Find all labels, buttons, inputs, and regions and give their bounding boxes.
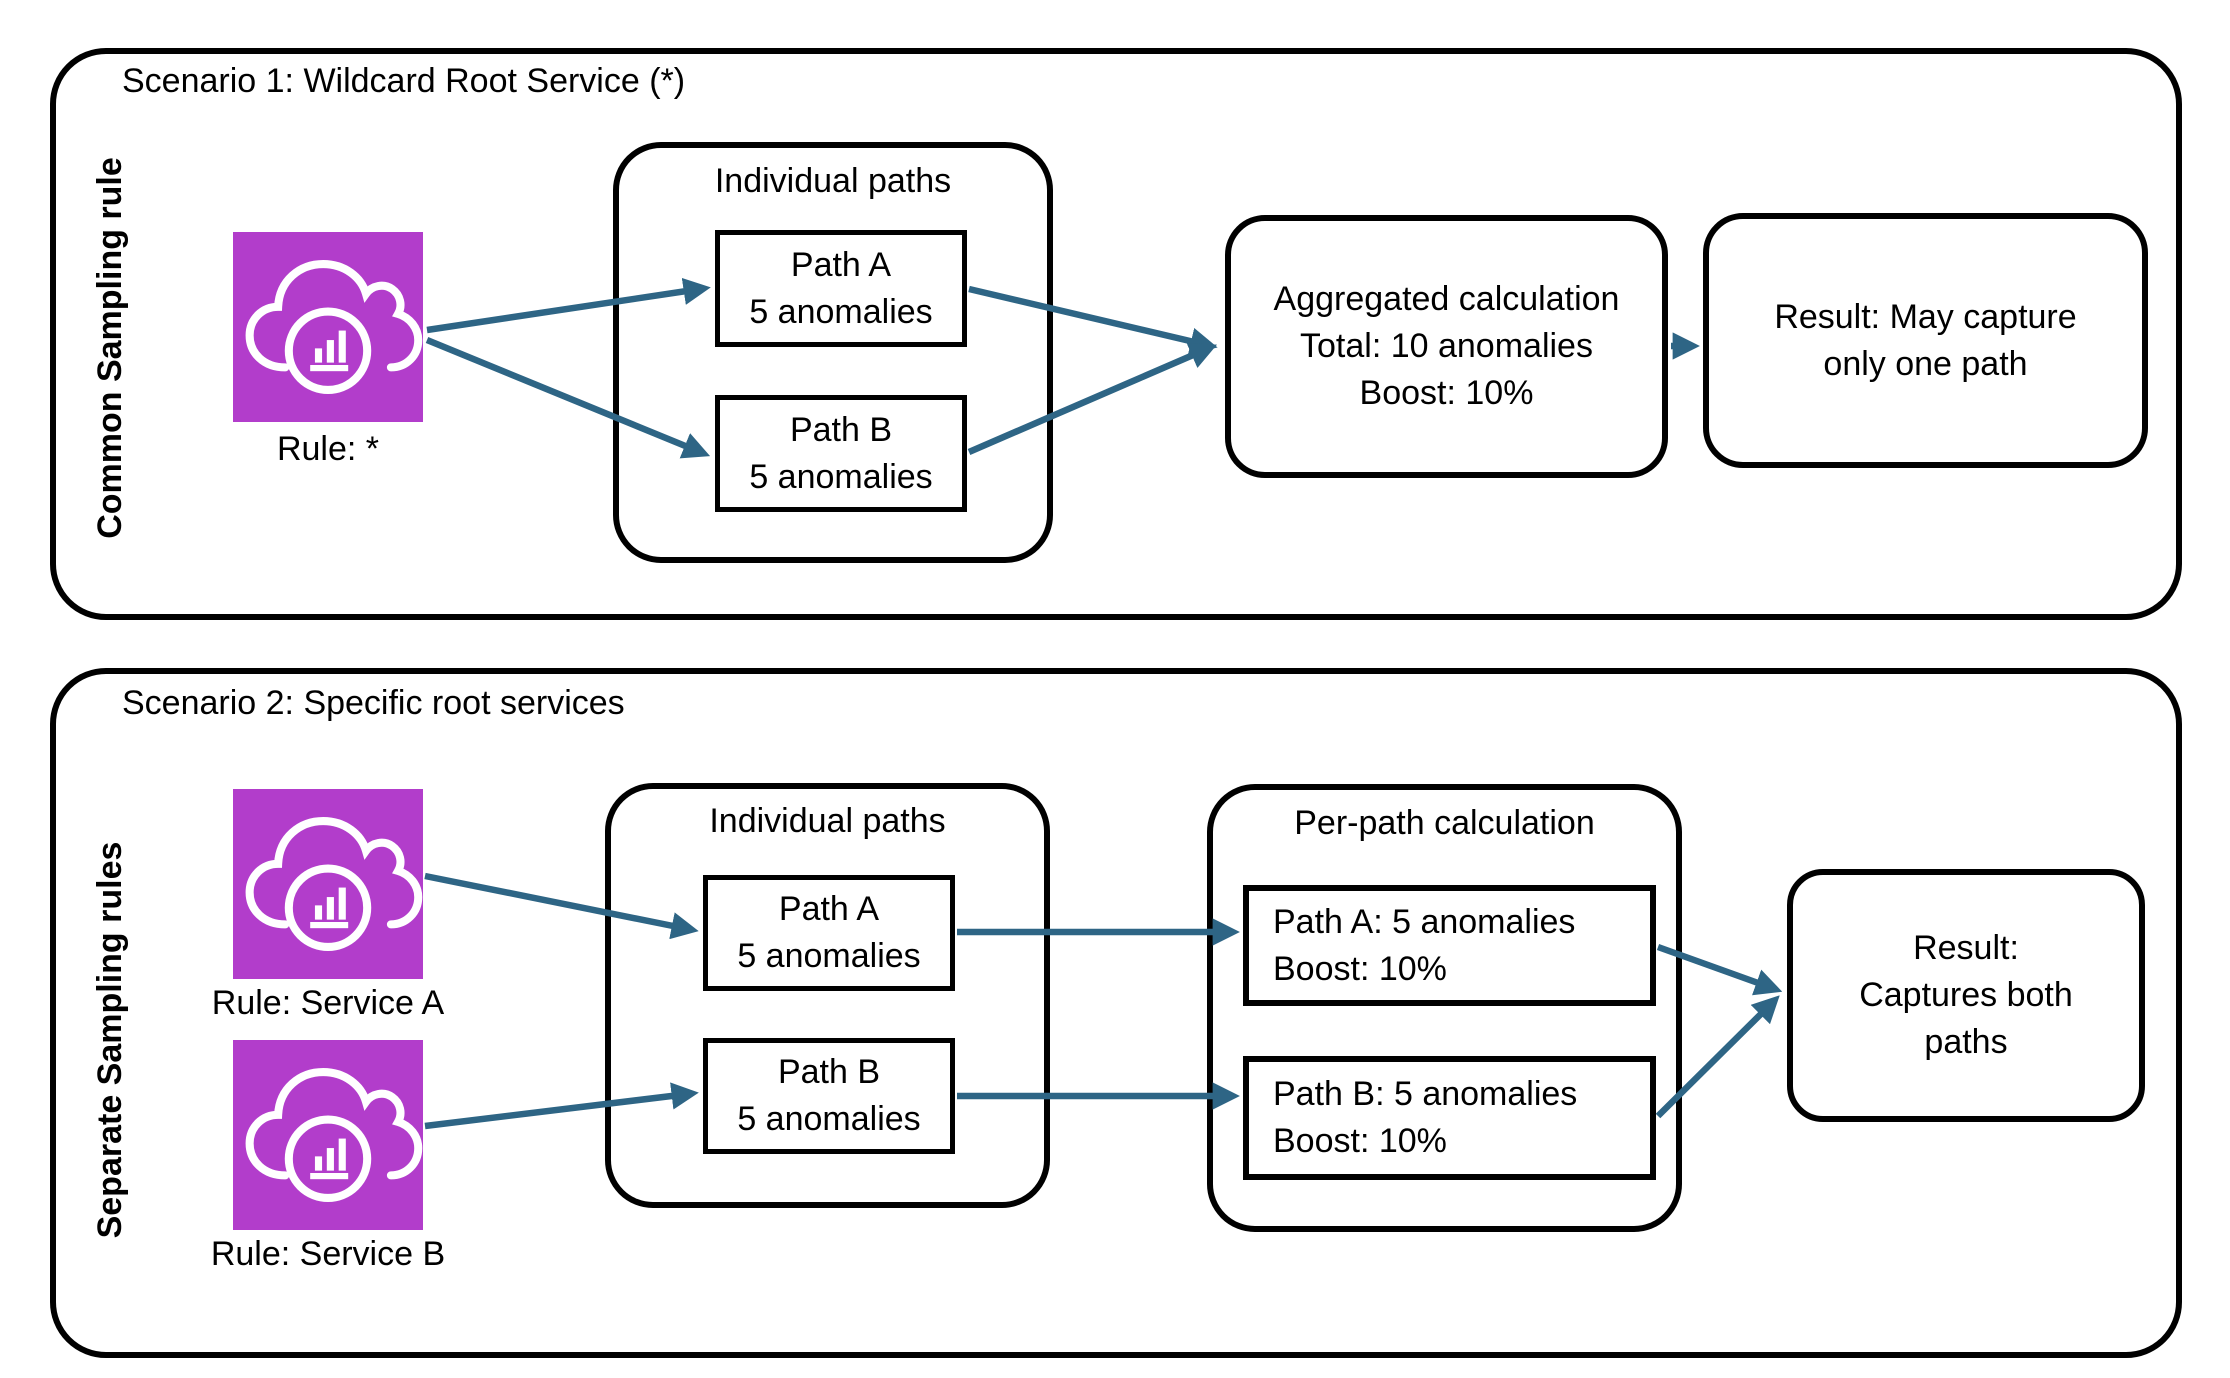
scenario2-individual-paths-title: Individual paths bbox=[709, 802, 946, 840]
scenario1-individual-paths-title: Individual paths bbox=[714, 162, 952, 200]
cloud-metrics-icon bbox=[233, 789, 423, 979]
scenario1-result-box: Result: May capture only one path bbox=[1703, 213, 2148, 468]
scenario1-title: Scenario 1: Wildcard Root Service (*) bbox=[122, 62, 686, 100]
scenario2-rule-b-label: Rule: Service B bbox=[210, 1235, 446, 1273]
scenario1-path-a-box: Path A 5 anomalies bbox=[715, 230, 967, 347]
scenario1-rule-label: Rule: * bbox=[276, 430, 380, 468]
scenario2-result-box: Result: Captures both paths bbox=[1787, 869, 2145, 1122]
scenario2-path-b-box: Path B 5 anomalies bbox=[703, 1038, 955, 1154]
scenario2-rule-a-label: Rule: Service A bbox=[211, 984, 445, 1022]
scenario1-path-b-box: Path B 5 anomalies bbox=[715, 395, 967, 512]
scenario2-side-label: Separate Sampling rules bbox=[91, 841, 129, 1239]
scenario1-aggregated-box: Aggregated calculation Total: 10 anomali… bbox=[1225, 215, 1668, 478]
cloud-metrics-icon bbox=[233, 1040, 423, 1230]
cloud-metrics-icon bbox=[233, 232, 423, 422]
scenario2-title: Scenario 2: Specific root services bbox=[122, 684, 625, 722]
scenario2-calc-a-box: Path A: 5 anomalies Boost: 10% bbox=[1243, 885, 1656, 1006]
scenario2-path-a-box: Path A 5 anomalies bbox=[703, 875, 955, 991]
scenario1-side-label: Common Sampling rule bbox=[91, 157, 129, 539]
scenario2-calc-b-box: Path B: 5 anomalies Boost: 10% bbox=[1243, 1056, 1656, 1180]
scenario2-per-path-title: Per-path calculation bbox=[1294, 804, 1595, 842]
